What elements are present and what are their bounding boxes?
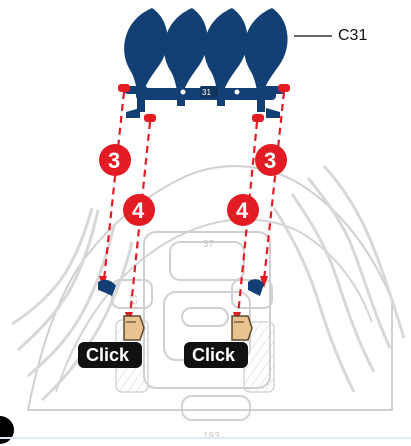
side-number-label: 13 <box>127 294 138 306</box>
step-circle-right-3: 3 <box>255 144 287 176</box>
step-circle-left-4: 4 <box>123 194 155 226</box>
step-label-right-4: 4 <box>236 198 249 223</box>
step-circle-left-3: 3 <box>99 144 131 176</box>
corner-badge-partial <box>0 416 14 444</box>
step-label-left-3: 3 <box>108 148 120 173</box>
click-label-right: Click <box>184 342 248 368</box>
step-label-right-3: 3 <box>264 148 276 173</box>
step-label-left-4: 4 <box>132 198 145 223</box>
click-text-right: Click <box>192 345 236 365</box>
target-hooks <box>98 279 264 296</box>
background-assembly-outline: 37 13 183 <box>11 164 406 442</box>
bottom-number-label: 183 <box>203 431 220 442</box>
base-number-label: 37 <box>203 239 215 250</box>
click-label-left: Click <box>78 342 142 368</box>
part-number-label: 31 <box>202 88 211 97</box>
part-c31-diagram: 31 C31 <box>118 8 367 122</box>
click-text-left: Click <box>86 345 130 365</box>
click-labels: Click Click <box>78 342 248 368</box>
step-circle-right-4: 4 <box>227 194 259 226</box>
step-markers: 3 4 3 4 <box>99 144 287 226</box>
part-label-c31: C31 <box>338 27 367 44</box>
click-clips <box>123 315 253 341</box>
